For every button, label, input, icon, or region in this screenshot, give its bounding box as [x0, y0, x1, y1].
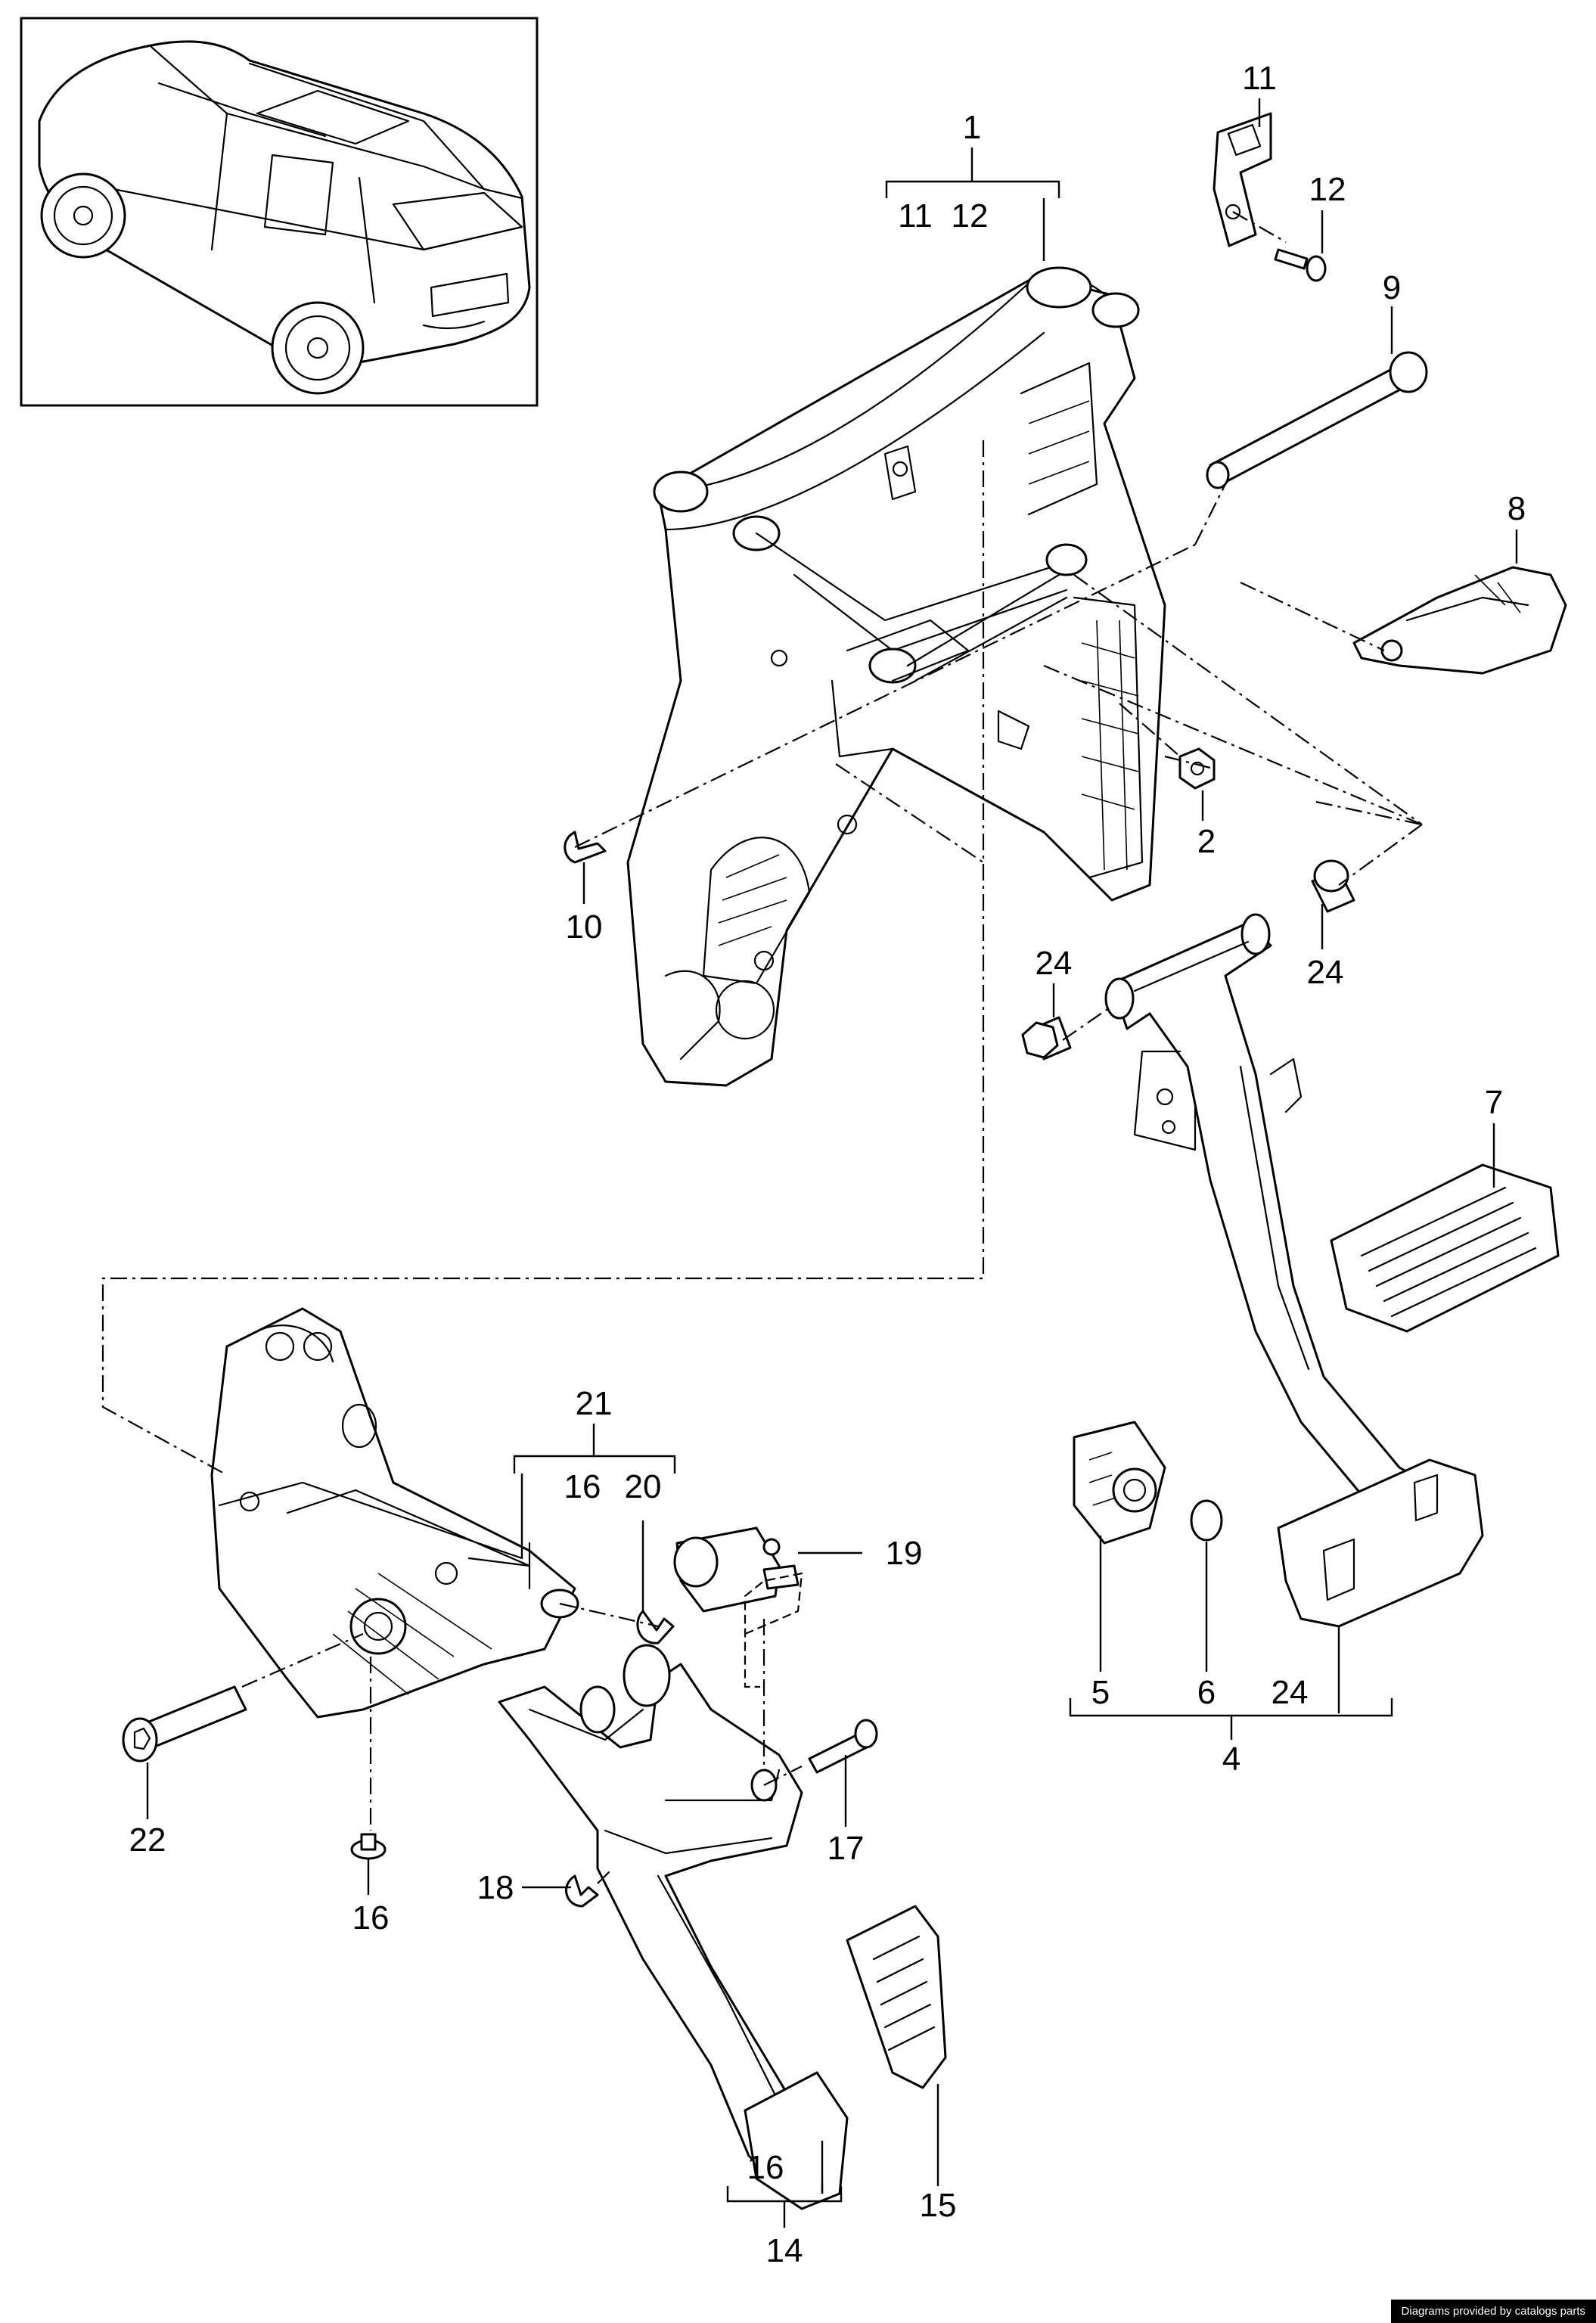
- callout-21: 21: [576, 1385, 613, 1422]
- callout-12: 12: [1309, 171, 1346, 208]
- callout-24: 24: [1307, 954, 1344, 991]
- nut-2: [1178, 747, 1216, 790]
- callout-5: 5: [1091, 1674, 1110, 1711]
- callout-6: 6: [1197, 1674, 1216, 1711]
- clip-18: [565, 1874, 599, 1908]
- switch-19: [673, 1526, 800, 1613]
- callout-22: 22: [129, 1821, 166, 1859]
- callout-10: 10: [566, 908, 603, 946]
- shaft-9: [1206, 351, 1428, 489]
- screw-12: [1274, 248, 1327, 282]
- callout-8: 8: [1508, 490, 1526, 527]
- diagram-credit: Diagrams provided by catalogs parts: [1390, 2300, 1596, 2323]
- pedal-pad-15: [846, 1905, 947, 2089]
- bushing-24-right: [1311, 859, 1355, 913]
- callout-24: 24: [1036, 945, 1073, 982]
- vehicle-illustration: [38, 40, 531, 395]
- callout-14: 14: [766, 2232, 803, 2269]
- callout-1: 1: [963, 109, 981, 146]
- callout-24: 24: [1272, 1674, 1309, 1711]
- callout-16: 16: [564, 1468, 601, 1505]
- leader-lines: [146, 98, 1518, 2228]
- rivet-16: [350, 1833, 387, 1860]
- callout-18: 18: [477, 1869, 514, 1906]
- pin-17: [808, 1719, 878, 1774]
- callout-11: 11: [898, 197, 933, 234]
- callout-15: 15: [920, 2187, 957, 2224]
- callout-20: 20: [625, 1468, 662, 1505]
- washer-6: [1190, 1499, 1223, 1542]
- callout-12: 12: [952, 197, 989, 234]
- vehicle-inset: [20, 17, 539, 407]
- clip-10: [564, 831, 607, 864]
- alignment-lines: [101, 211, 1423, 1884]
- bracket-11: [1213, 112, 1272, 247]
- callout-16: 16: [747, 2149, 784, 2186]
- callout-9: 9: [1383, 269, 1401, 306]
- bolt-22: [122, 1685, 247, 1762]
- switch-5: [1073, 1421, 1166, 1545]
- clutch-bracket-21: [210, 1307, 579, 1719]
- pedal-bracket-1: [626, 266, 1166, 1087]
- cover-8: [1352, 566, 1567, 675]
- callout-11: 11: [1242, 60, 1277, 97]
- clip-20: [636, 1610, 675, 1644]
- callout-17: 17: [827, 1830, 865, 1867]
- brake-pedal-4: [1104, 913, 1484, 1628]
- clutch-pedal-14: [498, 1644, 849, 2210]
- callout-19: 19: [886, 1535, 923, 1572]
- callout-2: 2: [1197, 823, 1216, 860]
- bushing-24-left: [1021, 1016, 1072, 1061]
- callouts: 1 11 12 11 12 9 8 2 10 24 24 7 21 16 20 …: [129, 60, 1526, 2269]
- callout-7: 7: [1485, 1084, 1503, 1121]
- pedal-pad-7: [1330, 1163, 1560, 1333]
- callout-16: 16: [352, 1899, 390, 1936]
- callout-4: 4: [1222, 1741, 1240, 1778]
